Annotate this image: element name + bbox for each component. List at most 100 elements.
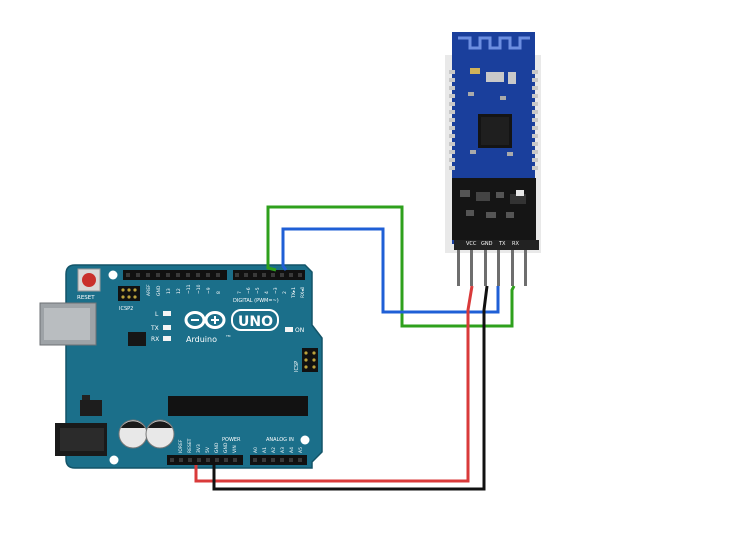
module-pad (449, 166, 455, 170)
digital-label: DIGITAL (PWM=~) (233, 298, 279, 304)
header-pin-hole (253, 273, 257, 277)
module-pad (449, 102, 455, 106)
mounting-hole (108, 270, 118, 280)
logo-uno-text: UNO (238, 314, 273, 330)
module-pad (449, 126, 455, 130)
icsp-header (302, 348, 318, 372)
module-pad (449, 110, 455, 114)
analog-in-label: ANALOG IN (266, 437, 294, 443)
pin-label-a4: A4 (289, 447, 295, 453)
arduino-pcb (65, 264, 323, 469)
header-pin-hole (206, 458, 210, 462)
module-pad (532, 94, 538, 98)
led-l (163, 311, 171, 316)
pin-label-gnd2: GND (223, 442, 229, 453)
pin-label-a5: A5 (298, 447, 304, 453)
module-pin-label-vcc: VCC (466, 241, 477, 247)
icsp2-header (118, 286, 140, 301)
module-pin-label-rx: RX (512, 241, 519, 247)
module-pad (532, 166, 538, 170)
header-pin-hole (216, 273, 220, 277)
pin-label-a0: A0 (253, 447, 259, 453)
pin-label-10: ~10 (196, 284, 202, 294)
header-pin-hole (235, 273, 239, 277)
mounting-hole (109, 455, 119, 465)
module-pad (532, 102, 538, 106)
module-pad (449, 158, 455, 162)
pin-label-11: ~11 (186, 284, 192, 294)
pin-label-7: 7 (237, 291, 243, 294)
header-pin-hole (280, 458, 284, 462)
digital-header-high (123, 270, 227, 280)
module-pad (532, 134, 538, 138)
module-pad (449, 118, 455, 122)
atmega-microcontroller (168, 396, 308, 416)
adapter-board (452, 178, 536, 240)
header-pin-hole (126, 273, 130, 277)
wire-blue-d2-to-tx (281, 227, 500, 314)
pin-label-5v: 5V (205, 446, 211, 453)
module-pad (449, 70, 455, 74)
header-pin-hole (298, 273, 302, 277)
module-pad (449, 94, 455, 98)
pin-label-8: 8 (216, 291, 222, 294)
analog-header (250, 455, 307, 465)
header-pin-hole (197, 458, 201, 462)
header-pin-hole (188, 458, 192, 462)
module-pad (532, 142, 538, 146)
led-on (285, 327, 293, 332)
pin-label-12: 12 (176, 288, 182, 294)
power-header (167, 455, 243, 465)
pin-label-a3: A3 (280, 447, 286, 453)
pin-label-3: ~3 (273, 287, 279, 294)
header-pin-hole (170, 458, 174, 462)
header-pin-hole (289, 273, 293, 277)
header-pin-hole (136, 273, 140, 277)
pin-label-5: ~5 (255, 287, 261, 294)
digital-header-low (233, 270, 305, 280)
module-pad (532, 70, 538, 74)
bluetooth-module: VCC GND TX RX (445, 32, 541, 286)
reset-button[interactable] (77, 268, 101, 292)
led-rx (163, 336, 171, 341)
module-header-base (454, 240, 539, 250)
led-rx-label: RX (151, 336, 159, 343)
led-tx (163, 325, 171, 330)
header-pin-hole (298, 458, 302, 462)
header-pin-hole (262, 458, 266, 462)
logo-tm: TM (225, 334, 231, 338)
mounting-hole (300, 435, 310, 445)
header-pin-hole (289, 458, 293, 462)
pin-label-vin: VIN (232, 445, 238, 453)
logo-arduino-text: Arduino (186, 335, 217, 344)
pin-label-a2: A2 (271, 447, 277, 453)
usb-controller-chip (128, 332, 146, 346)
header-pin-hole (262, 273, 266, 277)
pin-label-9: ~9 (206, 287, 212, 294)
header-pin-hole (271, 273, 275, 277)
header-pin-hole (146, 273, 150, 277)
header-pin-hole (244, 273, 248, 277)
wire-green-d3-to-rx (266, 205, 516, 328)
header-pin-hole (176, 273, 180, 277)
module-pad (532, 126, 538, 130)
icsp-label: ICSP (294, 361, 300, 372)
header-pin-hole (166, 273, 170, 277)
header-pin-hole (215, 458, 219, 462)
header-pin-hole (196, 273, 200, 277)
module-pad (449, 78, 455, 82)
pin-label-reset: RESET (187, 438, 193, 453)
header-pin-hole (156, 273, 160, 277)
wires (194, 205, 516, 491)
pin-label-3v3: 3V3 (196, 444, 202, 453)
pin-label-gnd: GND (156, 285, 162, 296)
pin-label-tx1: TX▸1 (291, 287, 297, 299)
voltage-regulator (80, 395, 102, 416)
module-pin-label-gnd: GND (481, 241, 493, 247)
pin-label-rx0: RX◂0 (300, 287, 306, 298)
led-tx-label: TX (150, 325, 159, 332)
wire-red-5v-to-vcc (194, 285, 474, 483)
header-pin-hole (224, 458, 228, 462)
module-pad (449, 134, 455, 138)
reset-label: RESET (77, 295, 95, 301)
